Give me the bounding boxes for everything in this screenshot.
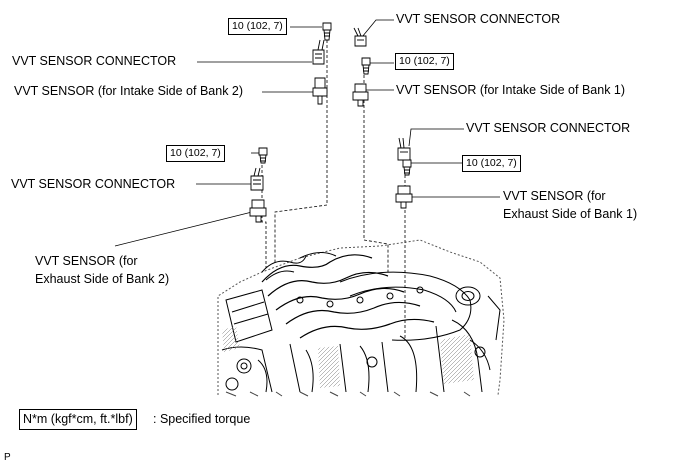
vvt-sensor-icon: [395, 185, 413, 209]
label-connector-upper-left: VVT SENSOR CONNECTOR: [12, 54, 177, 68]
connector-icon: [353, 27, 367, 47]
connector-icon: [397, 137, 411, 161]
bolt-icon: [258, 147, 268, 164]
label-line: VVT SENSOR (for: [35, 254, 138, 268]
label-connector-mid-left: VVT SENSOR CONNECTOR: [11, 177, 176, 191]
bolt-icon: [322, 22, 332, 41]
footer-mark: P: [4, 452, 11, 463]
label-sensor-intake-bank2: VVT SENSOR (for Intake Side of Bank 2): [14, 84, 244, 98]
torque-spec-box: 10 (102, 7): [395, 53, 454, 70]
legend-torque-units: N*m (kgf*cm, ft.*lbf): [19, 409, 137, 430]
connector-icon: [312, 39, 325, 65]
vvt-sensor-icon: [312, 77, 328, 105]
bolt-icon: [402, 159, 412, 176]
vvt-sensor-icon: [352, 83, 369, 107]
label-sensor-exhaust-bank2: VVT SENSOR (for Exhaust Side of Bank 2): [35, 252, 169, 288]
torque-spec-box: 10 (102, 7): [228, 18, 287, 35]
torque-spec-box: 10 (102, 7): [166, 145, 225, 162]
label-connector-mid-right: VVT SENSOR CONNECTOR: [466, 121, 631, 135]
label-line: Exhaust Side of Bank 1): [503, 207, 638, 221]
legend-description: : Specified torque: [153, 412, 251, 426]
vvt-sensor-icon: [249, 199, 267, 223]
label-line: VVT SENSOR (for: [503, 189, 606, 203]
label-connector-upper-right: VVT SENSOR CONNECTOR: [396, 12, 561, 26]
torque-spec-box: 10 (102, 7): [462, 155, 521, 172]
assembly-guide-lines: [261, 40, 406, 340]
leader-lines: [114, 19, 500, 247]
bolt-icon: [361, 57, 371, 75]
engine-illustration: [217, 239, 505, 397]
connector-icon: [250, 167, 264, 191]
label-sensor-exhaust-bank1: VVT SENSOR (for Exhaust Side of Bank 1): [503, 187, 637, 223]
label-sensor-intake-bank1: VVT SENSOR (for Intake Side of Bank 1): [396, 83, 626, 97]
label-line: Exhaust Side of Bank 2): [35, 272, 170, 286]
